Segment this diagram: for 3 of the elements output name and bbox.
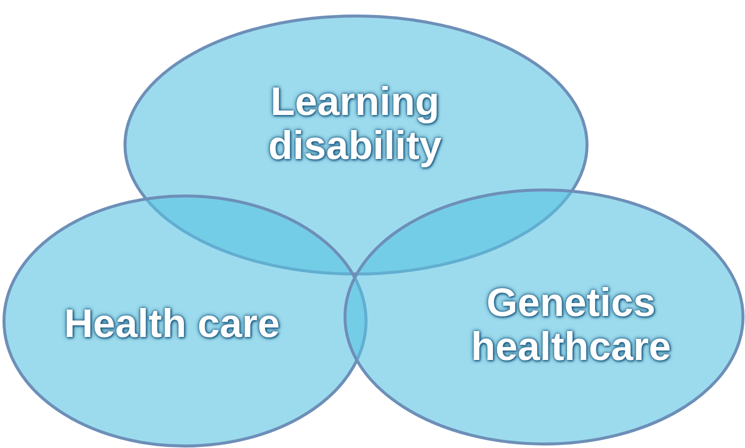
circle-label: Health care <box>63 302 281 346</box>
circle-label: Genetics healthcare <box>470 281 672 369</box>
circle-label: Learning disability <box>267 80 443 168</box>
